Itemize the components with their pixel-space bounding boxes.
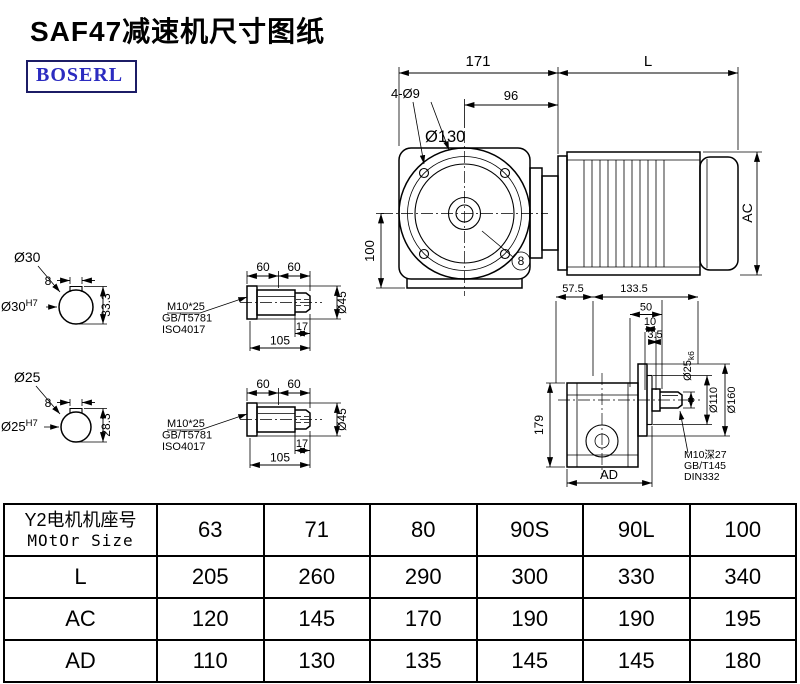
page-title: SAF47减速机尺寸图纸 bbox=[30, 16, 326, 47]
row-label-cell: AC bbox=[3, 597, 158, 641]
value-cell: 170 bbox=[369, 597, 478, 641]
row-label-cell: L bbox=[3, 555, 158, 599]
bore-section-30: 8 33.3 Ø30 Ø30H7 bbox=[1, 249, 113, 325]
dim-dia-45: Ø45 bbox=[335, 291, 349, 314]
header-value-cell: 71 bbox=[262, 503, 371, 557]
motor-body bbox=[566, 151, 739, 276]
dim-spigot-dia: Ø110 bbox=[708, 387, 720, 413]
dim-10: 10 bbox=[644, 316, 656, 328]
value-cell: 190 bbox=[582, 597, 691, 641]
value-cell: 145 bbox=[475, 639, 584, 683]
dim-key-height-25: 28.3 bbox=[99, 413, 113, 437]
note-standard: GB/T5781 bbox=[162, 430, 212, 442]
technical-drawing: 171 L 96 4-Ø9 Ø130 100 AC 8 8 bbox=[1, 53, 762, 487]
front-view: 171 L 96 4-Ø9 Ø130 100 AC 8 bbox=[362, 53, 762, 296]
table-row-header: Y2电机机座号 MOtOr Size 63 71 80 90S 90L 100 bbox=[3, 503, 797, 557]
value-cell: 190 bbox=[475, 597, 584, 641]
side-view: 57.5 133.5 50 10 3.5 Ø25k6 Ø110 Ø160 179… bbox=[532, 283, 738, 487]
dim-100: 100 bbox=[362, 240, 377, 262]
dim-3-5: 3.5 bbox=[647, 329, 662, 341]
fan-cover bbox=[699, 156, 739, 271]
dim-60b: 60 bbox=[287, 377, 301, 391]
label-key-width: 8 bbox=[518, 254, 525, 268]
dim-key-height-30: 33.3 bbox=[99, 293, 113, 317]
header-value-cell: 90L bbox=[582, 503, 691, 557]
dim-133-5: 133.5 bbox=[620, 283, 648, 295]
dim-dia-45: Ø45 bbox=[335, 408, 349, 431]
dimension-table: Y2电机机座号 MOtOr Size 63 71 80 90S 90L 100 … bbox=[3, 503, 797, 683]
dim-60a: 60 bbox=[256, 377, 270, 391]
dim-key-width-25: 8 bbox=[45, 396, 52, 410]
dim-171: 171 bbox=[465, 53, 490, 70]
dim-105: 105 bbox=[270, 451, 290, 465]
value-cell: 340 bbox=[688, 555, 797, 599]
header-label-cn: Y2电机机座号 bbox=[24, 509, 137, 530]
note-iso: ISO4017 bbox=[162, 324, 205, 336]
label-flange-dia: Ø130 bbox=[425, 128, 465, 146]
dim-50: 50 bbox=[640, 302, 652, 314]
shaft-detail-a: 60 60 17 105 Ø45 M10*25 GB/T5781 ISO4017 bbox=[162, 260, 349, 352]
value-cell: 130 bbox=[262, 639, 371, 683]
value-cell: 145 bbox=[262, 597, 371, 641]
note-bolt: M10*25 bbox=[167, 301, 205, 313]
dim-17: 17 bbox=[296, 321, 308, 333]
dim-motor-length: L bbox=[644, 53, 652, 70]
table-row-AC: AC 120 145 170 190 190 195 bbox=[3, 597, 797, 641]
dim-AC: AC bbox=[739, 203, 755, 222]
value-cell: 135 bbox=[369, 639, 478, 683]
dim-flange-dia: Ø160 bbox=[726, 387, 738, 414]
note-standard: GB/T5781 bbox=[162, 313, 212, 325]
value-cell: 300 bbox=[475, 555, 584, 599]
header-label-en: MOtOr Size bbox=[27, 531, 134, 551]
value-cell: 205 bbox=[156, 555, 265, 599]
dim-60a: 60 bbox=[256, 260, 270, 274]
value-cell: 330 bbox=[582, 555, 691, 599]
bolt-hole bbox=[418, 248, 430, 260]
row-label-cell: AD bbox=[3, 639, 158, 683]
value-cell: 290 bbox=[369, 555, 478, 599]
dim-179: 179 bbox=[532, 415, 546, 435]
brand-logo-text: BOSERL bbox=[36, 64, 124, 86]
dim-AD: AD bbox=[600, 467, 618, 482]
note-din: DIN332 bbox=[684, 471, 720, 483]
dim-96: 96 bbox=[504, 88, 518, 103]
dim-key-width-30: 8 bbox=[45, 274, 52, 288]
label-bore-30: Ø30H7 bbox=[1, 298, 38, 314]
value-cell: 120 bbox=[156, 597, 265, 641]
header-value-cell: 100 bbox=[688, 503, 797, 557]
label-bore-25: Ø25H7 bbox=[1, 418, 38, 434]
label-bolt-holes: 4-Ø9 bbox=[391, 86, 420, 101]
label-dia-25: Ø25 bbox=[14, 369, 41, 385]
value-cell: 180 bbox=[688, 639, 797, 683]
dim-105: 105 bbox=[270, 334, 290, 348]
note-tapped-hole: M10深27 bbox=[684, 449, 727, 461]
header-value-cell: 80 bbox=[369, 503, 478, 557]
note-iso: ISO4017 bbox=[162, 441, 205, 453]
label-dia-30: Ø30 bbox=[14, 249, 41, 265]
header-value-cell: 90S bbox=[475, 503, 584, 557]
bolt-hole bbox=[418, 167, 430, 179]
note-gb: GB/T145 bbox=[684, 460, 726, 472]
value-cell: 110 bbox=[156, 639, 265, 683]
header-motor-size-cell: Y2电机机座号 MOtOr Size bbox=[3, 503, 158, 557]
bore-section-25: 8 28.3 Ø25 Ø25H7 bbox=[1, 369, 113, 443]
table-row-L: L 205 260 290 300 330 340 bbox=[3, 555, 797, 599]
brand-logo: BOSERL bbox=[26, 60, 138, 93]
header-value-cell: 63 bbox=[156, 503, 265, 557]
note-bolt: M10*25 bbox=[167, 418, 205, 430]
dim-17: 17 bbox=[296, 438, 308, 450]
dim-57-5: 57.5 bbox=[562, 283, 583, 295]
value-cell: 195 bbox=[688, 597, 797, 641]
shaft-detail-b: 60 60 17 105 Ø45 M10*25 GB/T5781 ISO4017 bbox=[162, 377, 349, 469]
value-cell: 260 bbox=[262, 555, 371, 599]
dim-60b: 60 bbox=[287, 260, 301, 274]
bolt-hole bbox=[499, 167, 511, 179]
label-shaft-dia: Ø25k6 bbox=[682, 351, 696, 381]
table-row-AD: AD 110 130 135 145 145 180 bbox=[3, 639, 797, 683]
value-cell: 145 bbox=[582, 639, 691, 683]
